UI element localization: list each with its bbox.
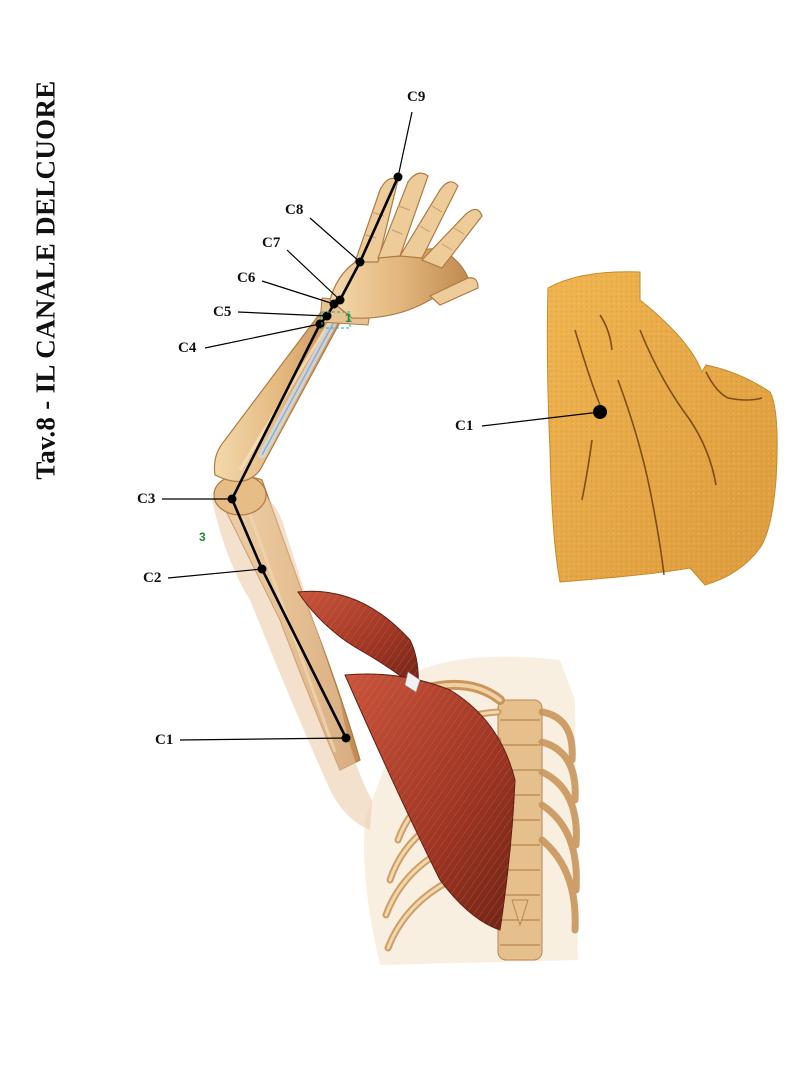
point-label-c9: C9 — [407, 89, 425, 105]
point-label-c8: C8 — [285, 202, 303, 218]
armpit-skin-illustration — [546, 271, 778, 586]
leader-line-c8 — [309, 217, 361, 263]
leader-line-c7 — [286, 249, 341, 301]
point-label-c3: C3 — [137, 491, 155, 507]
marker-3: 3 — [199, 530, 206, 544]
leader-line-c6 — [261, 280, 335, 305]
wrist-highlight-box — [321, 311, 351, 329]
chest-muscle-illustration — [297, 590, 516, 931]
marker-1: 1 — [345, 311, 352, 325]
point-label-c7: C7 — [262, 235, 281, 251]
point-label-c1: C1 — [155, 732, 173, 748]
leader-line-c1 — [179, 737, 347, 741]
leader-line-c9 — [397, 111, 413, 178]
point-label-c4: C4 — [178, 340, 197, 356]
point-label-c2: C2 — [143, 570, 161, 586]
point-label-inset: C1 — [455, 418, 473, 434]
point-label-c6: C6 — [237, 270, 256, 286]
leader-line-inset — [481, 411, 601, 427]
leader-line-c4 — [204, 323, 321, 349]
leader-line-c2 — [167, 568, 263, 579]
leader-line-c5 — [237, 311, 328, 317]
point-label-c5: C5 — [213, 304, 231, 320]
label-leader-lines — [162, 111, 601, 741]
